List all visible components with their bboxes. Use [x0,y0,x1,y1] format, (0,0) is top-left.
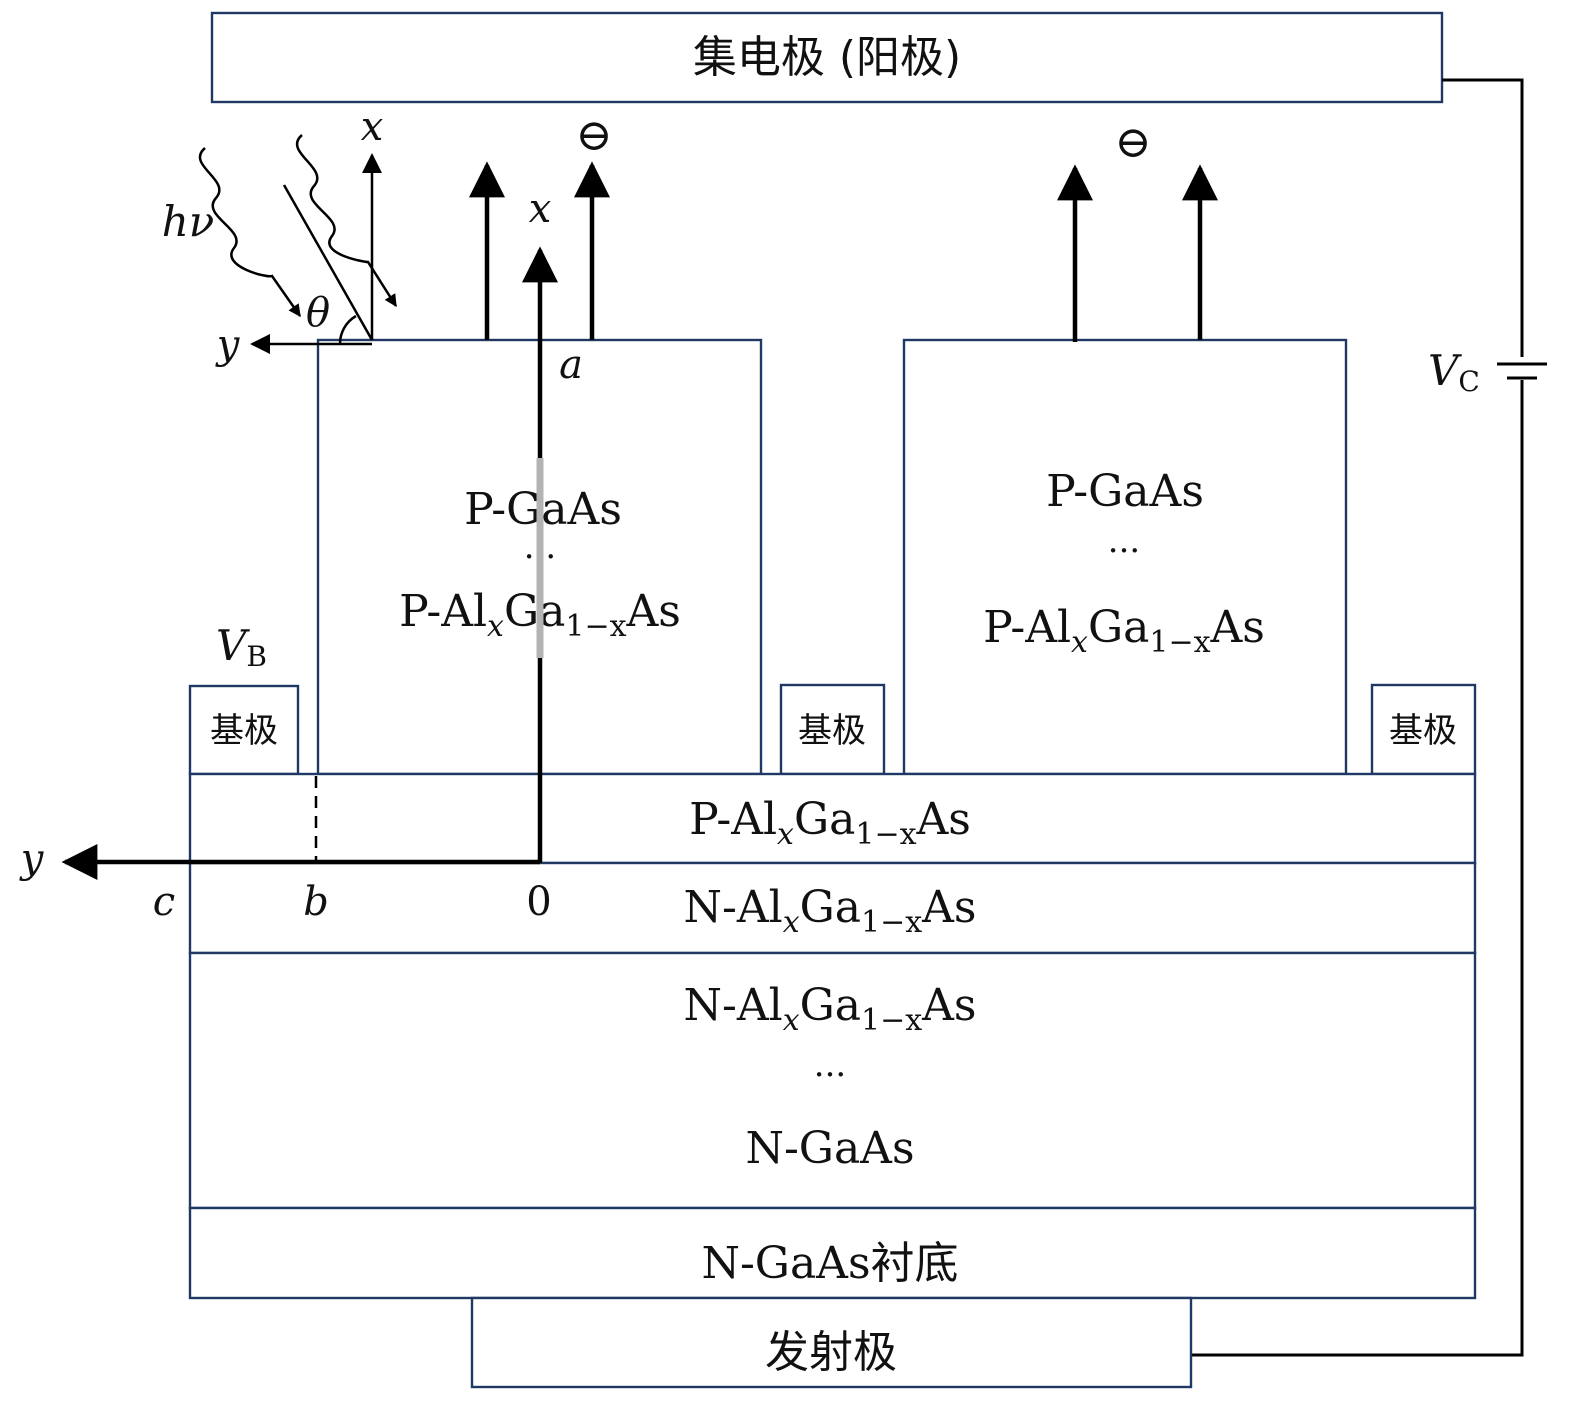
electron-symbol-right: ⊖ [1115,117,1152,168]
theta-arc [338,314,357,345]
incident-light: hν θ x y [162,104,398,368]
layer-n-graded [188,951,1477,1210]
right-mesa-box [902,338,1348,776]
layer-n-graded-dots: ··· [814,1055,846,1095]
collector-wire [1442,78,1524,357]
base-contact-left-label: 基极 [210,711,278,751]
local-y-label: y [215,322,241,368]
emitter-electrode: 发射极 [470,1296,1193,1389]
incidence-line [282,184,374,341]
external-circuit: VC [1192,78,1547,1357]
emitter-box [470,1296,1193,1389]
layer-substrate [188,1206,1477,1300]
vc-label: VC [1428,346,1480,398]
emitter-label: 发射极 [765,1327,897,1378]
y-axis-label: y [19,836,45,882]
layer-n-graded-line1: N-AlxGa1−xAs [683,980,976,1038]
local-x-label: x [361,104,384,150]
vb-label: VB [216,621,267,673]
left-mesa-line2: P-AlxGa1−xAs [399,586,681,644]
layer-n-algaas [188,861,1477,955]
collector-electrode: 集电极 (阳极) [210,11,1444,104]
coordinate-system: x y a b c 0 [19,186,583,925]
emitter-wire [1192,380,1524,1357]
layer-p-algaas [188,772,1477,865]
photon-wave-2 [295,134,398,308]
electron-symbol-left: ⊖ [576,110,613,161]
x-axis-label: x [529,186,552,232]
layer-n-graded-line2: N-GaAs [745,1123,914,1174]
layer-substrate-label: N-GaAs衬底 [701,1238,958,1289]
point-c-label: c [153,879,175,925]
layer-p-algaas-label: P-AlxGa1−xAs [689,794,971,852]
base-contact-middle-label: 基极 [798,711,866,751]
point-b-label: b [303,879,329,925]
right-mesa: P-GaAs ··· P-AlxGa1−xAs [902,338,1348,776]
right-mesa-line1: P-GaAs [1046,466,1204,517]
base-contact-left [188,684,300,776]
photon-wave-1 [198,147,302,318]
origin-label: 0 [526,879,551,925]
base-contact-middle [779,683,886,776]
collector-label: 集电极 (阳极) [693,32,961,83]
collector-box [210,11,1444,104]
emitted-electrons: ⊖ ⊖ [469,110,1218,342]
theta-label: θ [306,290,330,336]
h-nu-label: hν [162,197,215,246]
base-contact-right-label: 基极 [1389,711,1457,751]
point-a-label: a [559,342,583,388]
layer-n-algaas-label: N-AlxGa1−xAs [683,882,976,940]
layer-stack: P-AlxGa1−xAs N-AlxGa1−xAs N-AlxGa1−xAs ·… [188,772,1477,1300]
right-mesa-dots: ··· [1108,531,1140,571]
right-mesa-line2: P-AlxGa1−xAs [983,602,1265,660]
